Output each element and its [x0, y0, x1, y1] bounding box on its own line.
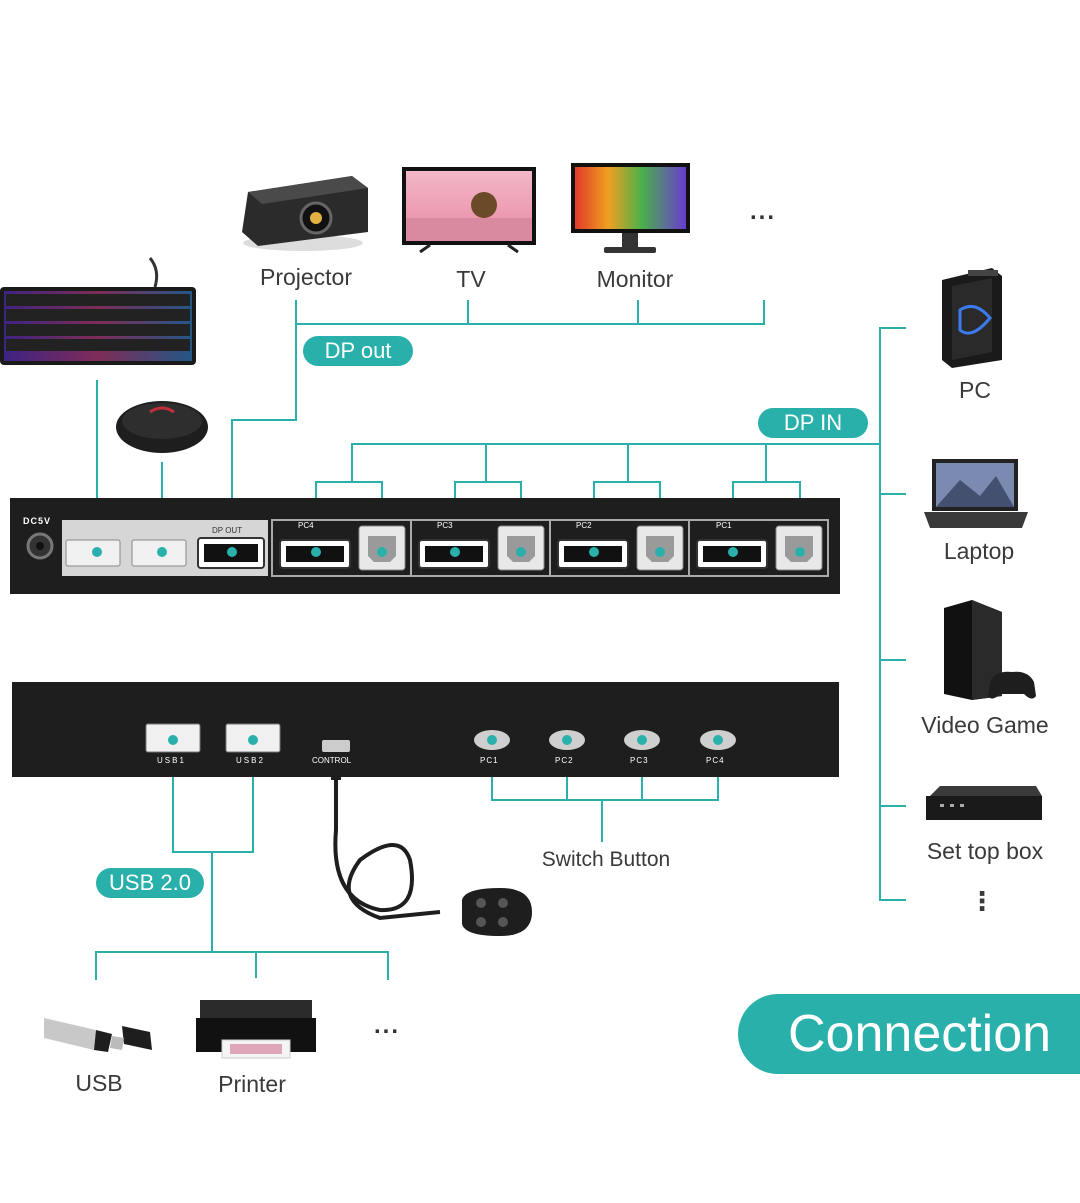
- usb-label: USB: [75, 1070, 123, 1096]
- usb-tag: USB 2.0: [96, 868, 204, 898]
- button-label-pc1: PC1: [480, 756, 499, 765]
- wired-controller-icon: [331, 766, 532, 936]
- laptop-label: Laptop: [943, 538, 1015, 564]
- more-sources-ellipsis: ⋮: [969, 886, 995, 916]
- button-label-pc2: PC2: [555, 756, 574, 765]
- connection-banner: Connection: [738, 994, 1080, 1074]
- set-top-box-icon: [926, 786, 1042, 820]
- port-label-pc3: PC3: [437, 521, 453, 530]
- pc-label: PC: [959, 377, 991, 403]
- projector-icon: [242, 176, 368, 251]
- tv-icon: [402, 167, 536, 254]
- kvm-back-panel: [12, 682, 839, 777]
- video-game-label: Video Game: [921, 712, 1049, 738]
- mouse-icon: [116, 401, 208, 453]
- port-label-pc2: PC2: [576, 521, 592, 530]
- pc-tower-icon: [942, 268, 1002, 368]
- projector-label: Projector: [259, 264, 353, 290]
- dp-out-port-label: DP OUT: [212, 526, 243, 535]
- kvm-front-panel: [10, 498, 840, 594]
- usb2-port-label: USB2: [236, 756, 265, 765]
- connection-lines: [95, 300, 906, 980]
- button-label-pc4: PC4: [706, 756, 725, 765]
- tv-label: TV: [456, 266, 486, 292]
- dp-in-tag: DP IN: [758, 408, 868, 438]
- port-label-pc1: PC1: [716, 521, 732, 530]
- button-label-pc3: PC3: [630, 756, 649, 765]
- usb-stick-icon: [44, 1018, 152, 1052]
- printer-icon: [196, 1000, 316, 1059]
- set-top-box-label: Set top box: [926, 838, 1044, 864]
- power-port-label: DC5V: [23, 516, 52, 526]
- game-console-icon: [944, 600, 1036, 700]
- keyboard-icon: [0, 257, 196, 365]
- monitor-icon: [571, 163, 690, 253]
- printer-label: Printer: [218, 1071, 286, 1097]
- monitor-label: Monitor: [596, 266, 674, 292]
- control-port-label: CONTROL: [312, 756, 352, 765]
- switch-button-label: Switch Button: [541, 848, 671, 871]
- dp-out-tag: DP out: [303, 336, 413, 366]
- usb1-port-label: USB1: [157, 756, 186, 765]
- more-usb-ellipsis: ...: [374, 1012, 401, 1039]
- more-outputs-ellipsis: ...: [750, 198, 777, 225]
- port-label-pc4: PC4: [298, 521, 314, 530]
- laptop-icon: [924, 459, 1028, 528]
